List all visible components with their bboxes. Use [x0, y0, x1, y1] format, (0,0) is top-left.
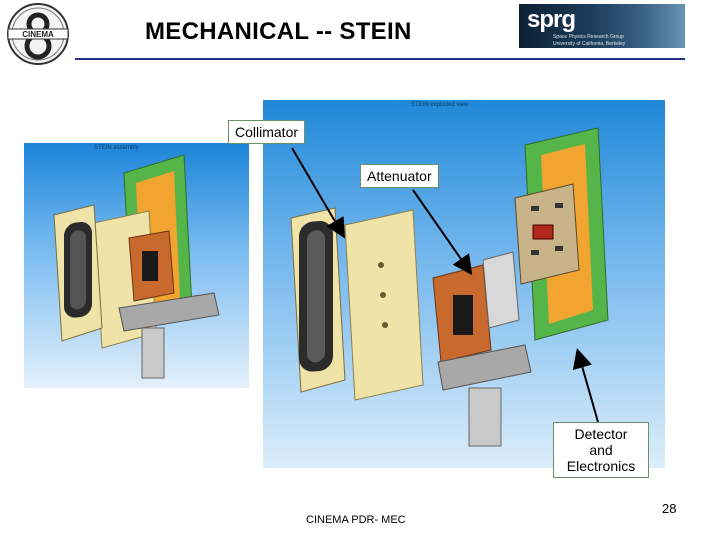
- page-number: 28: [662, 501, 677, 516]
- stein-assembled-drawing: [53, 154, 220, 379]
- detector-label-line-1: Detector: [574, 426, 628, 442]
- detector-label-line-3: Electronics: [566, 458, 636, 474]
- cad-image-assembled: STEIN assembly: [24, 143, 249, 388]
- attenuator-arrow: [412, 189, 473, 276]
- title-divider: [75, 58, 685, 60]
- collimator-arrow: [291, 147, 346, 239]
- detector-electronics-label: Detector and Electronics: [553, 422, 649, 478]
- attenuator-label: Attenuator: [360, 164, 439, 188]
- sprg-logo-tagline-1: Space Physics Research Group: [553, 34, 624, 40]
- cad-title-large: STEIN exploded view: [411, 102, 469, 108]
- sprg-logo-brand: sprg: [527, 6, 576, 33]
- cinema-logo-text: CINEMA: [22, 30, 54, 39]
- sprg-logo-icon: sprg Space Physics Research Group Univer…: [519, 4, 685, 48]
- stein-exploded-drawing: [290, 127, 609, 447]
- cad-title-small: STEIN assembly: [94, 145, 139, 151]
- detector-arrow: [572, 348, 599, 423]
- collimator-label: Collimator: [228, 120, 306, 144]
- cinema-logo-icon: CINEMA: [2, 2, 74, 66]
- sprg-logo-tagline-2: University of California, Berkeley: [553, 41, 626, 47]
- slide-footer: CINEMA PDR- MEC: [306, 514, 406, 526]
- cad-image-exploded: STEIN exploded view: [263, 100, 665, 468]
- slide-title: MECHANICAL -- STEIN: [145, 18, 412, 45]
- detector-label-line-2: and: [589, 442, 613, 458]
